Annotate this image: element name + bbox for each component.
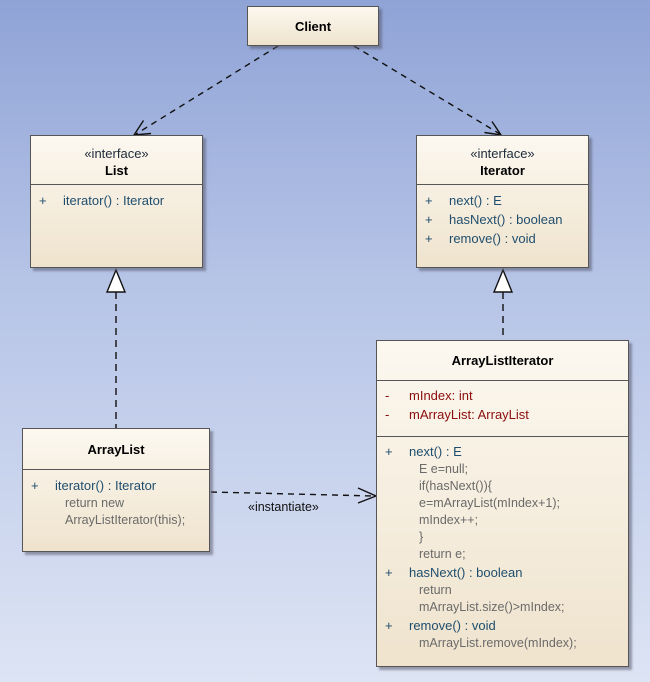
iterator-op-remove: + remove() : void [417,229,588,248]
client-list-arrowhead [132,120,152,136]
op-signature: next() : E [409,444,462,459]
client-class[interactable]: Client [247,6,379,46]
arraylist-class[interactable]: ArrayList + iterator() : Iterator return… [22,428,210,552]
op-signature: iterator() : Iterator [63,193,165,208]
client-list-dependency [135,45,279,135]
visibility-public: + [31,478,39,493]
op-signature: hasNext() : boolean [449,212,563,227]
iterator-name: Iterator [480,163,525,178]
ali-op-remove: + remove() : void [377,616,628,635]
iterator-op-hasnext: + hasNext() : boolean [417,210,588,229]
list-realization-triangle [105,268,127,293]
attr-marraylist: - mArrayList: ArrayList [377,405,628,424]
visibility-public: + [385,618,393,633]
arraylistiterator-class[interactable]: ArrayListIterator - mIndex: int - mArray… [376,340,629,667]
visibility-public: + [425,212,433,227]
visibility-public: + [39,193,47,208]
visibility-private: - [385,407,390,422]
arraylist-op-iterator: + iterator() : Iterator [23,476,209,495]
code-line: mIndex++; [419,513,479,527]
code-line: e=mArrayList(mIndex+1); [419,496,561,510]
iterator-stereotype: «interface» [470,146,535,161]
attr-signature: mArrayList: ArrayList [409,407,529,422]
code-line: } [419,530,424,544]
visibility-private: - [385,388,390,403]
code-line: return new [65,496,125,510]
op-signature: iterator() : Iterator [55,478,157,493]
iterator-interface[interactable]: «interface» Iterator + next() : E + hasN… [416,135,589,268]
attr-mindex: - mIndex: int [377,386,628,405]
code-line: ArrayListIterator(this); [65,513,186,527]
visibility-public: + [425,231,433,246]
list-operations: + iterator() : Iterator [31,184,202,210]
client-iterator-dependency [353,45,501,135]
ali-op-hasnext: + hasNext() : boolean [377,563,628,582]
instantiate-dependency [210,491,375,497]
code-line: if(hasNext()){ [419,479,492,493]
attr-signature: mIndex: int [409,388,473,403]
arraylist-name: ArrayList [87,441,145,457]
list-interface[interactable]: «interface» List + iterator() : Iterator [30,135,203,268]
visibility-public: + [385,565,393,580]
ali-op-next: + next() : E [377,442,628,461]
arraylist-operations: + iterator() : Iterator return new Array… [23,469,209,529]
arraylistiterator-name: ArrayListIterator [451,353,554,368]
op-signature: remove() : void [409,618,496,633]
op-signature: hasNext() : boolean [409,565,523,580]
code-line: mArrayList.size()>mIndex; [419,600,565,614]
list-name: List [104,163,129,178]
op-signature: next() : E [449,193,502,208]
iterator-operations: + next() : E + hasNext() : boolean + rem… [417,184,588,248]
arraylistiterator-attributes: - mIndex: int - mArrayList: ArrayList [377,380,628,436]
list-op-iterator: + iterator() : Iterator [31,191,202,210]
arraylistiterator-operations: + next() : E E e=null; if(hasNext()){ e=… [377,436,628,652]
code-line: return e; [419,547,466,561]
visibility-public: + [385,444,393,459]
iterator-realization-triangle [492,268,514,293]
code-line: E e=null; [419,462,468,476]
list-stereotype: «interface» [84,146,149,161]
iterator-op-next: + next() : E [417,191,588,210]
code-line: return [419,583,452,597]
code-line: mArrayList.remove(mIndex); [419,636,577,650]
instantiate-label: «instantiate» [248,500,319,514]
visibility-public: + [425,193,433,208]
op-signature: remove() : void [449,231,536,246]
client-class-name: Client [294,18,332,34]
